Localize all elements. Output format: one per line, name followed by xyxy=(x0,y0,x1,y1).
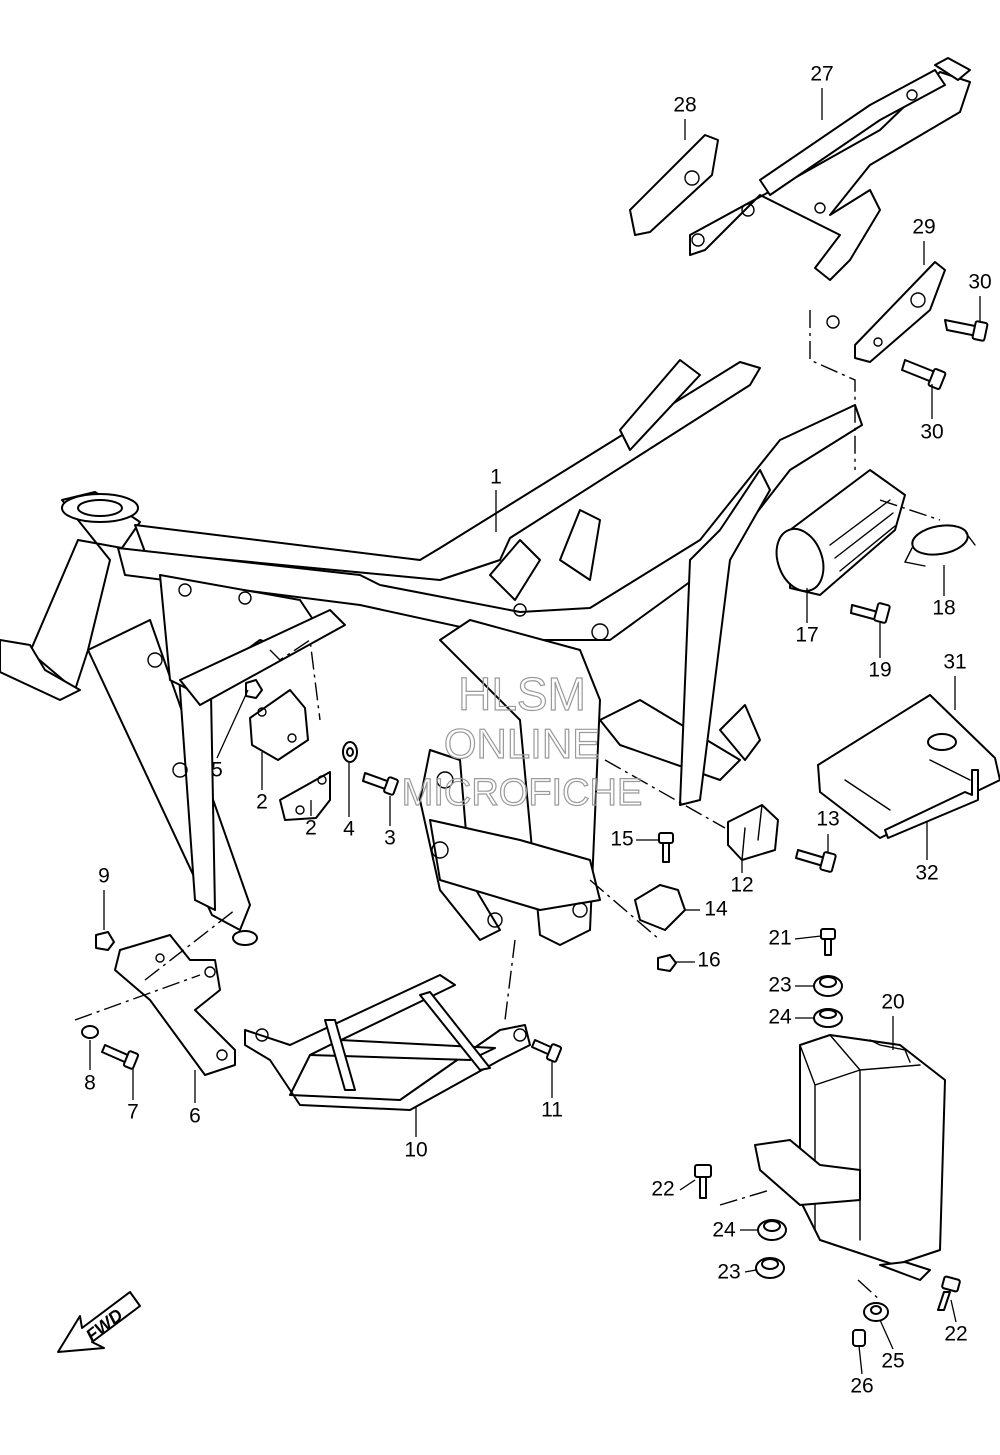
grommet-23b-drawing xyxy=(755,1257,785,1279)
fwd-direction-arrow: FWD xyxy=(57,1291,141,1353)
callout-23: 23 xyxy=(717,1261,740,1284)
callout-21: 21 xyxy=(768,927,791,950)
grommet-25-drawing xyxy=(863,1302,889,1322)
assembly-lines xyxy=(74,310,941,1301)
callout-4: 4 xyxy=(343,818,355,841)
callout-20: 20 xyxy=(881,991,904,1014)
callout-19: 19 xyxy=(868,659,891,682)
leader-lines xyxy=(89,88,981,1375)
callout-31: 31 xyxy=(943,651,966,674)
callout-22: 22 xyxy=(944,1323,967,1346)
seat-rail-drawing xyxy=(689,57,971,281)
sheet-31-drawing xyxy=(817,694,1000,839)
lower-frame-10-drawing xyxy=(244,974,531,1111)
grommet-24b-drawing xyxy=(757,1219,787,1241)
callout-17: 17 xyxy=(795,624,818,647)
nut-16-drawing xyxy=(657,954,677,972)
callout-27: 27 xyxy=(810,63,833,86)
bolt-7-drawing xyxy=(101,1044,140,1070)
nut-5-drawing xyxy=(245,679,263,699)
washer-4-drawing xyxy=(342,741,358,763)
callout-30: 30 xyxy=(920,421,943,444)
main-frame-drawing xyxy=(0,359,863,946)
callout-6: 6 xyxy=(189,1105,201,1128)
callout-22: 22 xyxy=(651,1178,674,1201)
bolt-21-drawing xyxy=(820,928,836,956)
bolt-22a-drawing xyxy=(694,1164,712,1199)
bolt-15-drawing xyxy=(658,832,674,863)
bolt-30-upper-drawing xyxy=(944,319,989,342)
grommet-24a-drawing xyxy=(813,1008,843,1028)
bolt-30-lower-drawing xyxy=(901,359,947,390)
collar-26-drawing xyxy=(852,1329,866,1347)
callout-9: 9 xyxy=(98,865,110,888)
callout-10: 10 xyxy=(404,1139,427,1162)
bracket-29-drawing xyxy=(826,261,946,363)
callout-25: 25 xyxy=(881,1350,904,1373)
nut-9-drawing xyxy=(95,931,115,951)
callout-3: 3 xyxy=(384,827,396,850)
callout-13: 13 xyxy=(816,808,839,831)
washer-8-drawing xyxy=(81,1025,99,1039)
callout-2: 2 xyxy=(256,791,268,814)
bracket-2a-drawing xyxy=(249,689,309,761)
callout-29: 29 xyxy=(912,216,935,239)
bolt-11-drawing xyxy=(531,1039,563,1063)
rod-32-drawing xyxy=(884,769,979,839)
callout-7: 7 xyxy=(127,1101,139,1124)
battery-box-20-drawing xyxy=(754,1034,946,1281)
callout-8: 8 xyxy=(84,1072,96,1095)
callout-18: 18 xyxy=(932,597,955,620)
bolt-19-drawing xyxy=(850,602,891,624)
bolt-13-drawing xyxy=(795,849,837,873)
callout-2: 2 xyxy=(305,817,317,840)
callout-24: 24 xyxy=(768,1006,792,1029)
watermark-line-1: HLSM xyxy=(458,668,586,720)
watermark: HLSM ONLINE MICROFICHE xyxy=(401,667,643,814)
callout-12: 12 xyxy=(730,874,753,897)
cushion-14-drawing xyxy=(634,884,686,931)
callout-28: 28 xyxy=(673,94,696,117)
watermark-line-2: ONLINE xyxy=(444,720,600,767)
callout-5: 5 xyxy=(211,759,223,782)
callout-32: 32 xyxy=(915,862,938,885)
callout-24: 24 xyxy=(712,1219,736,1242)
damper-12-drawing xyxy=(727,804,779,861)
callout-11: 11 xyxy=(541,1099,563,1122)
callout-14: 14 xyxy=(704,898,728,921)
bolt-3-drawing xyxy=(362,772,399,796)
bolt-22b-drawing xyxy=(937,1275,961,1311)
callout-1: 1 xyxy=(490,466,502,489)
callout-labels: 1 2 2 3 4 5 6 7 8 9 10 11 12 13 14 15 16… xyxy=(84,63,992,1398)
cylinder-17-drawing xyxy=(775,469,906,596)
callout-26: 26 xyxy=(850,1375,873,1398)
callout-15: 15 xyxy=(610,828,633,851)
callout-23: 23 xyxy=(768,974,791,997)
grommet-23a-drawing xyxy=(813,975,843,997)
bracket-28-drawing xyxy=(629,134,719,236)
callout-30: 30 xyxy=(968,271,991,294)
watermark-line-3: MICROFICHE xyxy=(402,772,643,814)
bracket-2b-drawing xyxy=(279,771,331,821)
callout-16: 16 xyxy=(697,949,720,972)
band-18-drawing xyxy=(903,524,976,567)
